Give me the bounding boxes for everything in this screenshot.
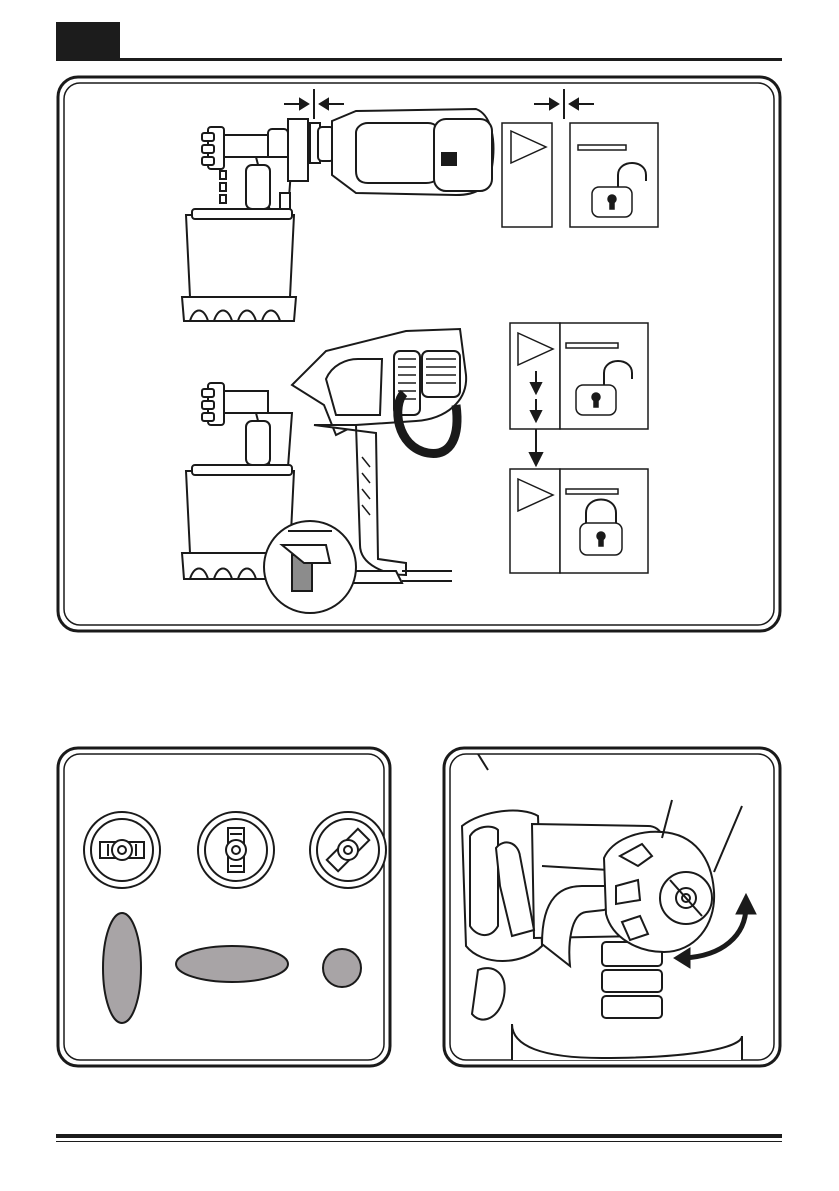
- motor-unit-illustration: [310, 109, 493, 195]
- header-tab: [56, 22, 120, 59]
- lock-detail-magnifier: [264, 521, 356, 613]
- figure-spray-patterns: [56, 746, 392, 1068]
- figure-attach-lock: [56, 75, 782, 633]
- lock-panel-bottom: [510, 469, 648, 573]
- header-rule: [56, 58, 782, 61]
- footer-rule: [56, 1134, 782, 1138]
- spray-pattern-horizontal: [176, 946, 288, 982]
- lock-panel-middle: [510, 323, 648, 429]
- footer-rule-thin: [56, 1141, 782, 1142]
- spray-pattern-round: [323, 949, 361, 987]
- figure-nozzle-adjustment: [442, 746, 782, 1068]
- spray-gun-front-illustration: [182, 119, 308, 321]
- lock-panel-top: [502, 123, 658, 227]
- nozzle-horizontal-position: [198, 812, 274, 888]
- nozzle-diagonal-position: [310, 812, 386, 888]
- nozzle-vertical-position: [84, 812, 160, 888]
- spray-pattern-vertical: [103, 913, 141, 1023]
- leader-line-nozzle-tip: [714, 806, 742, 872]
